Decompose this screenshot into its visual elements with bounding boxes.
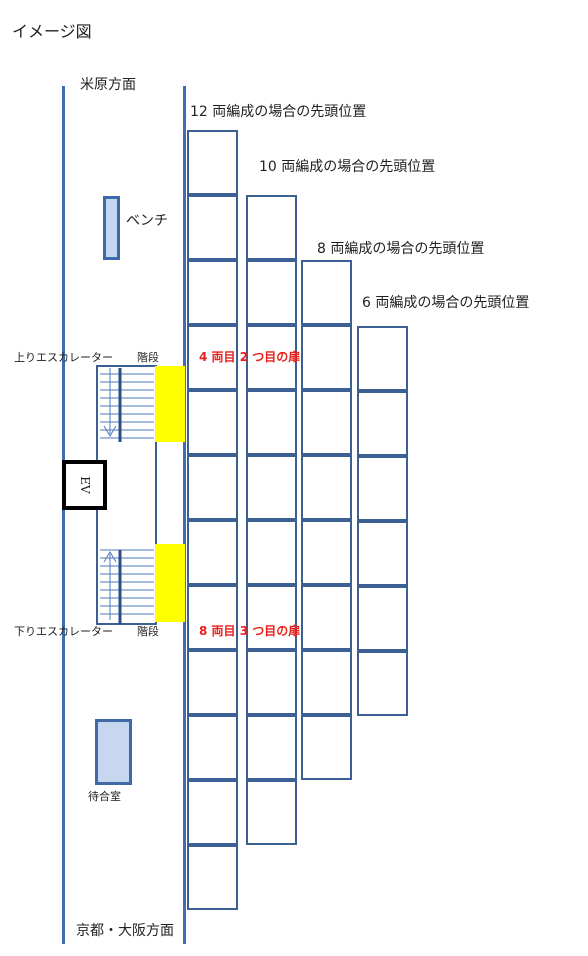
car-12-formation-7 [187,520,238,585]
bench-label: ベンチ [126,213,168,229]
stairs-label-upper: 階段 [137,351,159,364]
car-10-formation-2 [246,260,297,325]
car-6-formation-1 [357,326,408,391]
car-8-formation-7 [301,650,352,715]
page-title: イメージ図 [12,22,92,41]
waiting-room-label: 待合室 [88,790,121,803]
car-12-formation-5 [187,390,238,455]
car-10-formation-5 [246,455,297,520]
formation-label-12: 12 両編成の場合の先頭位置 [190,104,367,120]
up-escalator-label: 上りエスカレーター [14,351,113,364]
car-12-formation-12 [187,845,238,910]
car-8-formation-6 [301,585,352,650]
down-escalator-label: 下りエスカレーター [14,625,113,638]
car-12-formation-6 [187,455,238,520]
door-note-lower: 8 両目 3 つ目の扉 [199,624,301,638]
formation-label-6: 6 両編成の場合の先頭位置 [362,295,530,311]
direction-top: 米原方面 [80,77,136,93]
car-10-formation-10 [246,780,297,845]
car-6-formation-3 [357,456,408,521]
car-10-formation-1 [246,195,297,260]
car-10-formation-8 [246,650,297,715]
waiting-room [95,719,132,785]
car-8-formation-4 [301,455,352,520]
car-6-formation-4 [357,521,408,586]
car-12-formation-8 [187,585,238,650]
car-10-formation-3 [246,325,297,390]
car-8-formation-5 [301,520,352,585]
bench [103,196,120,260]
car-12-formation-4 [187,325,238,390]
car-6-formation-5 [357,586,408,651]
stairs-label-lower: 階段 [137,625,159,638]
car-10-formation-9 [246,715,297,780]
car-8-formation-2 [301,325,352,390]
platform-edge-left [62,86,65,944]
platform-edge-right [183,86,186,944]
car-12-formation-2 [187,195,238,260]
car-12-formation-9 [187,650,238,715]
stairs-highlight-lower [155,544,185,622]
car-8-formation-8 [301,715,352,780]
car-8-formation-3 [301,390,352,455]
formation-label-8: 8 両編成の場合の先頭位置 [317,241,485,257]
stairs-highlight-upper [155,366,185,442]
elevator: EV [62,460,107,510]
car-10-formation-7 [246,585,297,650]
car-12-formation-10 [187,715,238,780]
car-12-formation-3 [187,260,238,325]
door-note-upper: 4 両目 2 つ目の扉 [199,350,301,364]
car-12-formation-11 [187,780,238,845]
direction-bottom: 京都・大阪方面 [76,923,174,939]
formation-label-10: 10 両編成の場合の先頭位置 [259,159,436,175]
elevator-label: EV [77,476,92,494]
car-12-formation-1 [187,130,238,195]
car-6-formation-2 [357,391,408,456]
car-6-formation-6 [357,651,408,716]
car-10-formation-6 [246,520,297,585]
car-10-formation-4 [246,390,297,455]
car-8-formation-1 [301,260,352,325]
